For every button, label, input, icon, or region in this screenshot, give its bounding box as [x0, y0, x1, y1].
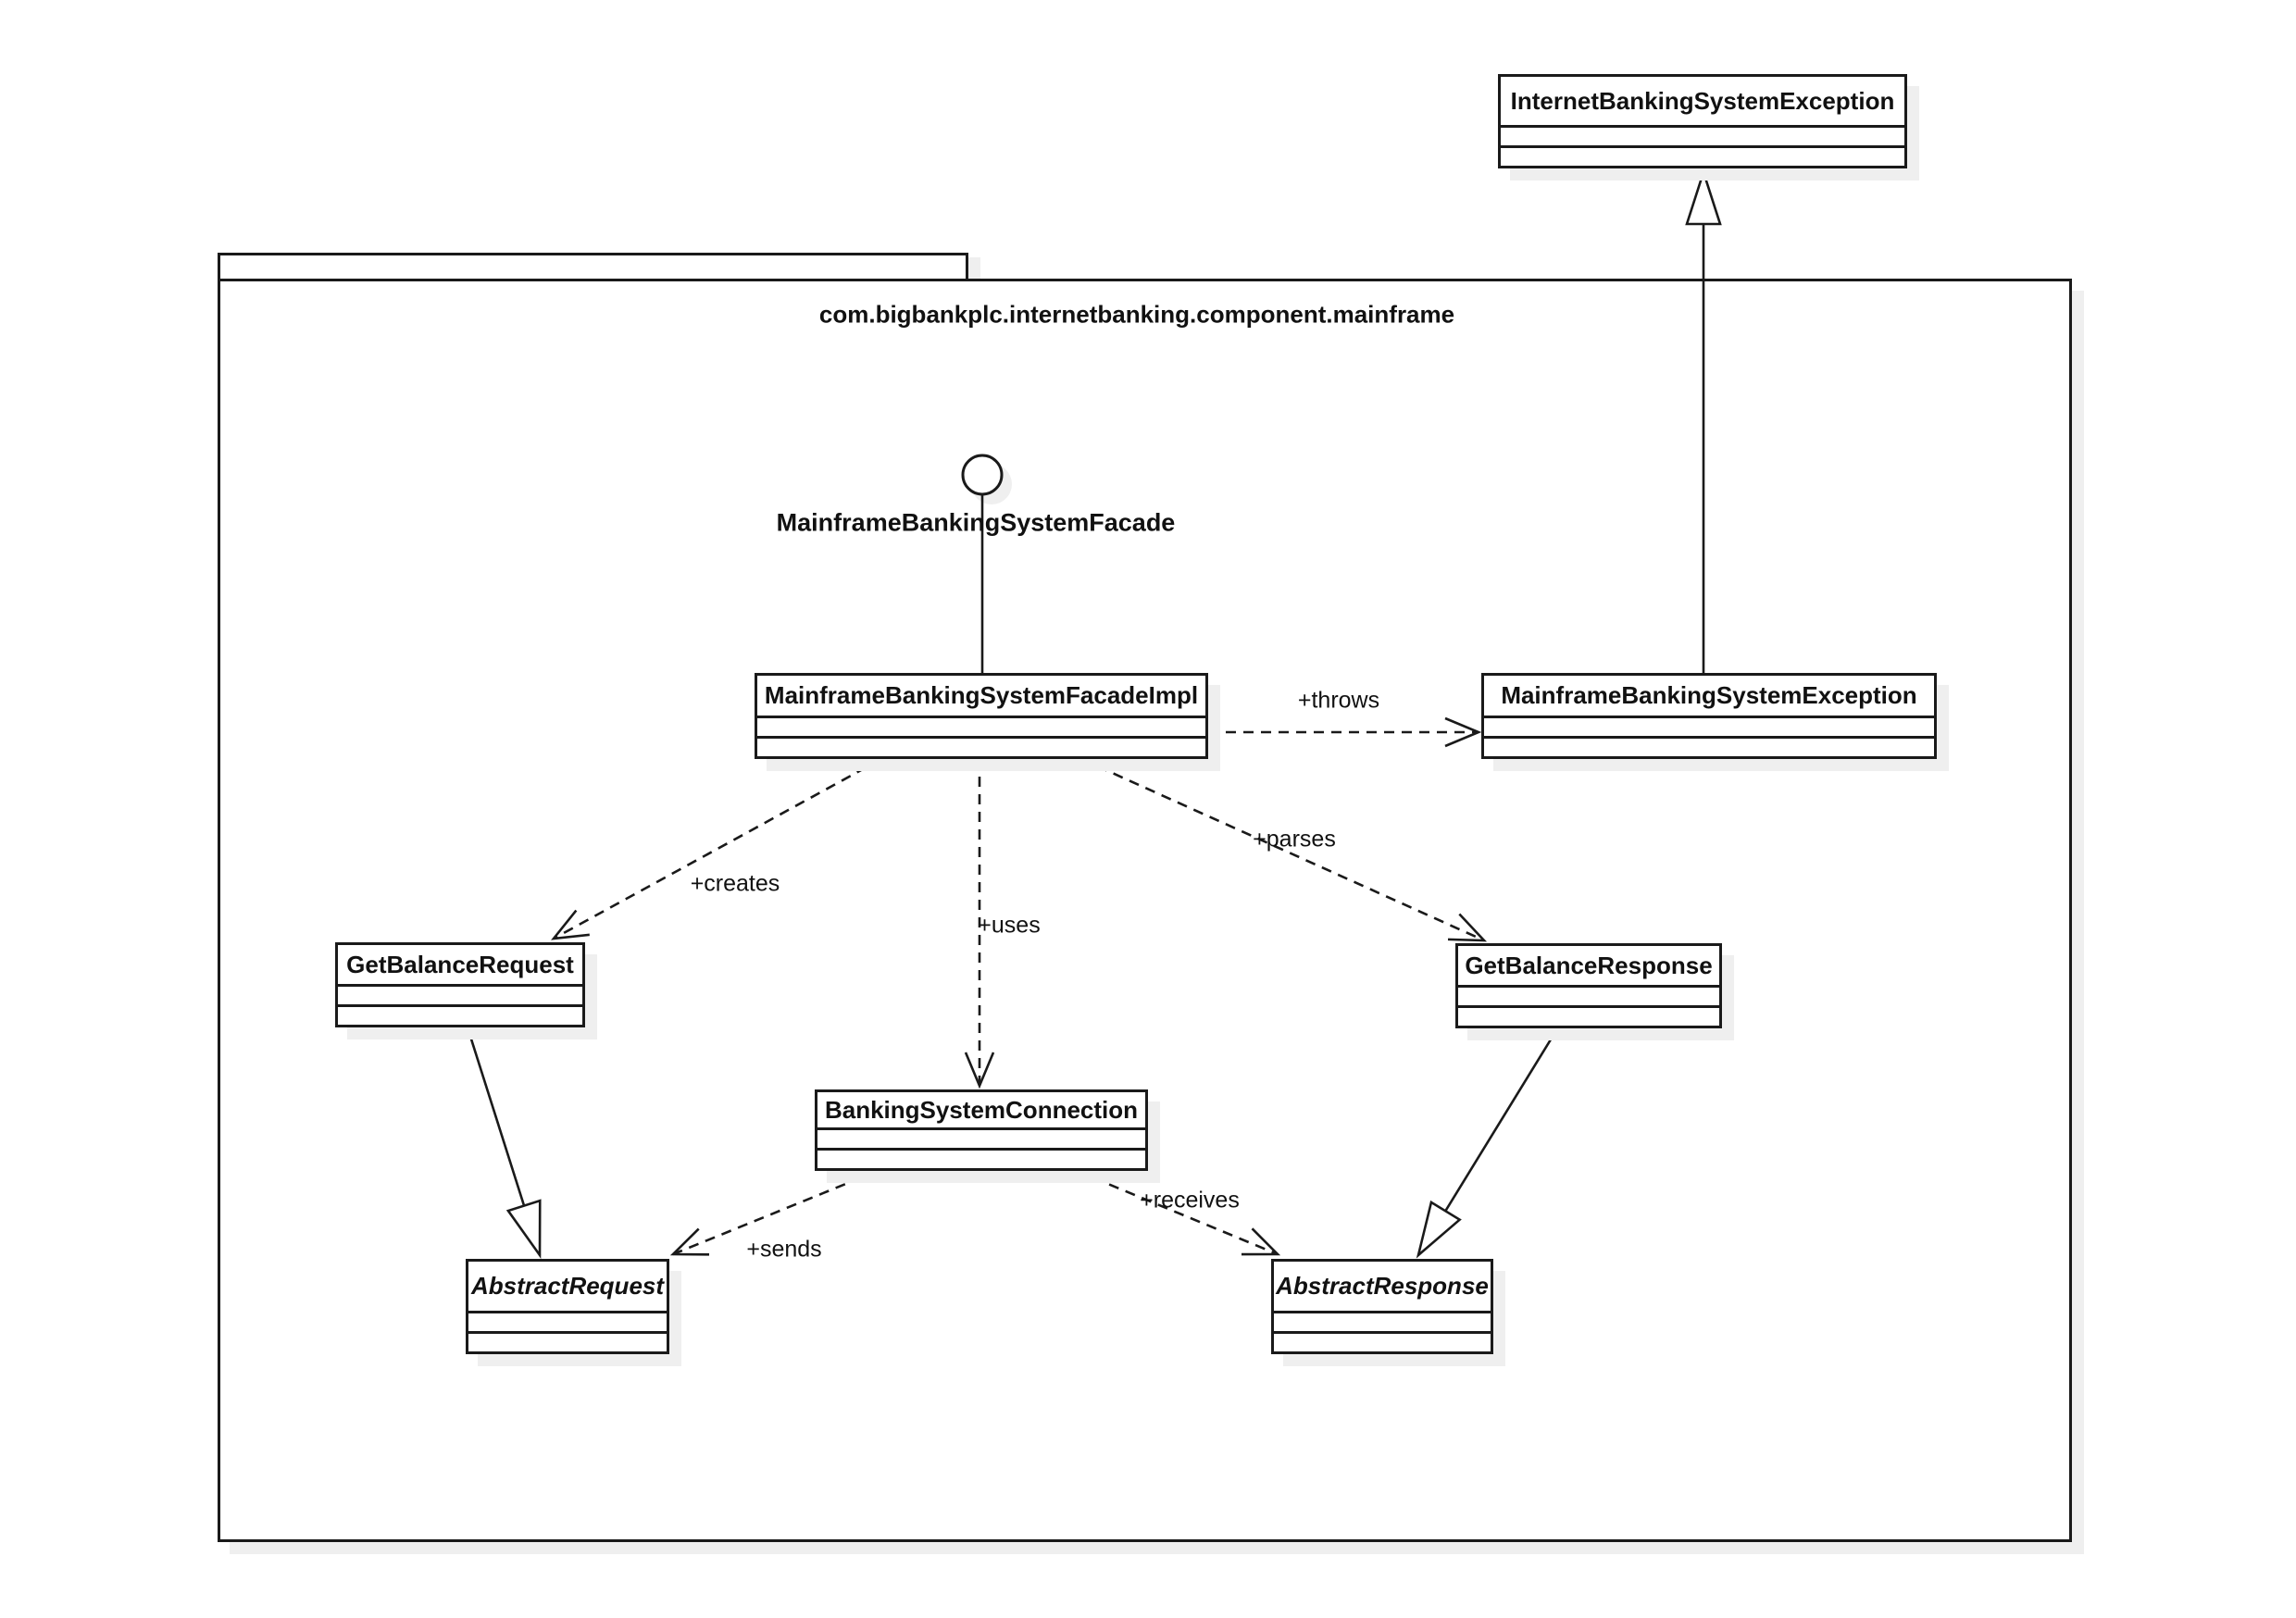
attributes-compartment	[1501, 128, 1904, 148]
attributes-compartment	[817, 1130, 1145, 1151]
interface-label: MainframeBankingSystemFacade	[776, 508, 1176, 537]
operations-compartment	[817, 1151, 1145, 1168]
operations-compartment	[1501, 148, 1904, 166]
operations-compartment	[1274, 1334, 1491, 1351]
class-get-balance-response: GetBalanceResponse	[1455, 943, 1722, 1028]
edge-label-parses: +parses	[1253, 826, 1336, 853]
class-mainframe-banking-system-facade-impl: MainframeBankingSystemFacadeImpl	[755, 673, 1208, 759]
attributes-compartment	[1458, 988, 1719, 1008]
class-abstract-response: AbstractResponse	[1271, 1259, 1493, 1354]
package-label: com.bigbankplc.internetbanking.component…	[818, 300, 1455, 329]
attributes-compartment	[1274, 1313, 1491, 1334]
edge-label-throws: +throws	[1297, 687, 1380, 714]
class-abstract-request: AbstractRequest	[466, 1259, 669, 1354]
edge-label-receives: +receives	[1140, 1187, 1240, 1214]
class-name: MainframeBankingSystemException	[1484, 676, 1934, 718]
class-name: MainframeBankingSystemFacadeImpl	[757, 676, 1205, 718]
class-name: GetBalanceResponse	[1458, 946, 1719, 988]
package-tab	[218, 253, 968, 279]
operations-compartment	[757, 739, 1205, 756]
class-banking-system-connection: BankingSystemConnection	[815, 1089, 1148, 1171]
operations-compartment	[468, 1334, 667, 1351]
attributes-compartment	[468, 1313, 667, 1334]
class-name: InternetBankingSystemException	[1501, 77, 1904, 128]
operations-compartment	[1458, 1008, 1719, 1026]
operations-compartment	[1484, 739, 1934, 756]
class-get-balance-request: GetBalanceRequest	[335, 942, 585, 1027]
class-name: AbstractResponse	[1274, 1262, 1491, 1313]
operations-compartment	[338, 1007, 582, 1025]
attributes-compartment	[338, 987, 582, 1007]
class-mainframe-banking-system-exception: MainframeBankingSystemException	[1481, 673, 1937, 759]
class-name: GetBalanceRequest	[338, 945, 582, 987]
class-name: BankingSystemConnection	[817, 1092, 1145, 1130]
attributes-compartment	[1484, 718, 1934, 739]
attributes-compartment	[757, 718, 1205, 739]
edge-label-creates: +creates	[690, 870, 780, 897]
edge-label-sends: +sends	[746, 1236, 822, 1263]
edge-label-uses: +uses	[978, 912, 1041, 939]
class-name: AbstractRequest	[468, 1262, 667, 1313]
class-internet-banking-system-exception: InternetBankingSystemException	[1498, 74, 1907, 168]
